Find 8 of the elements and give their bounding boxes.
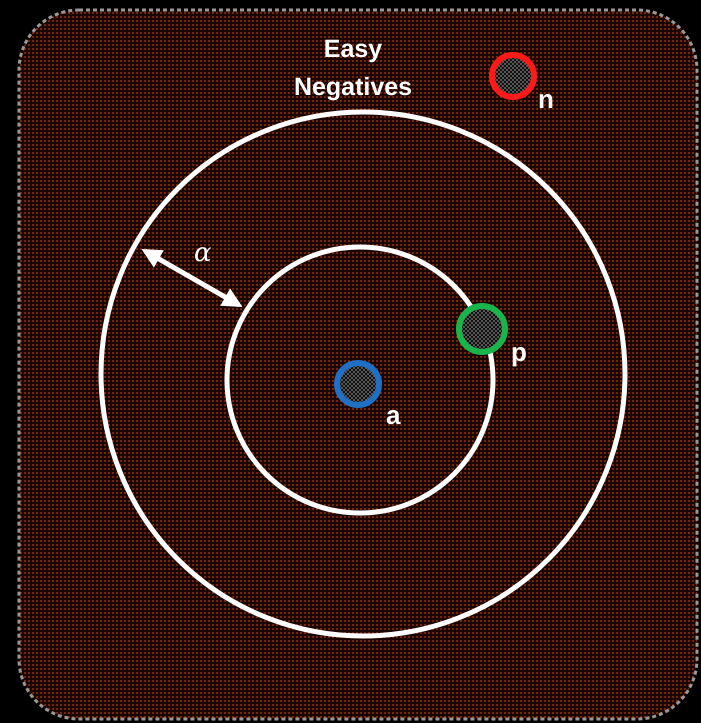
- point-label: p: [511, 337, 527, 368]
- point-label: n: [538, 84, 554, 115]
- region-label: Easy Negatives: [292, 34, 414, 103]
- point-marker: [333, 359, 383, 409]
- margin-symbol: α: [194, 238, 212, 268]
- point-marker: [455, 302, 509, 356]
- point-label: a: [386, 400, 400, 431]
- point-marker: [488, 51, 538, 101]
